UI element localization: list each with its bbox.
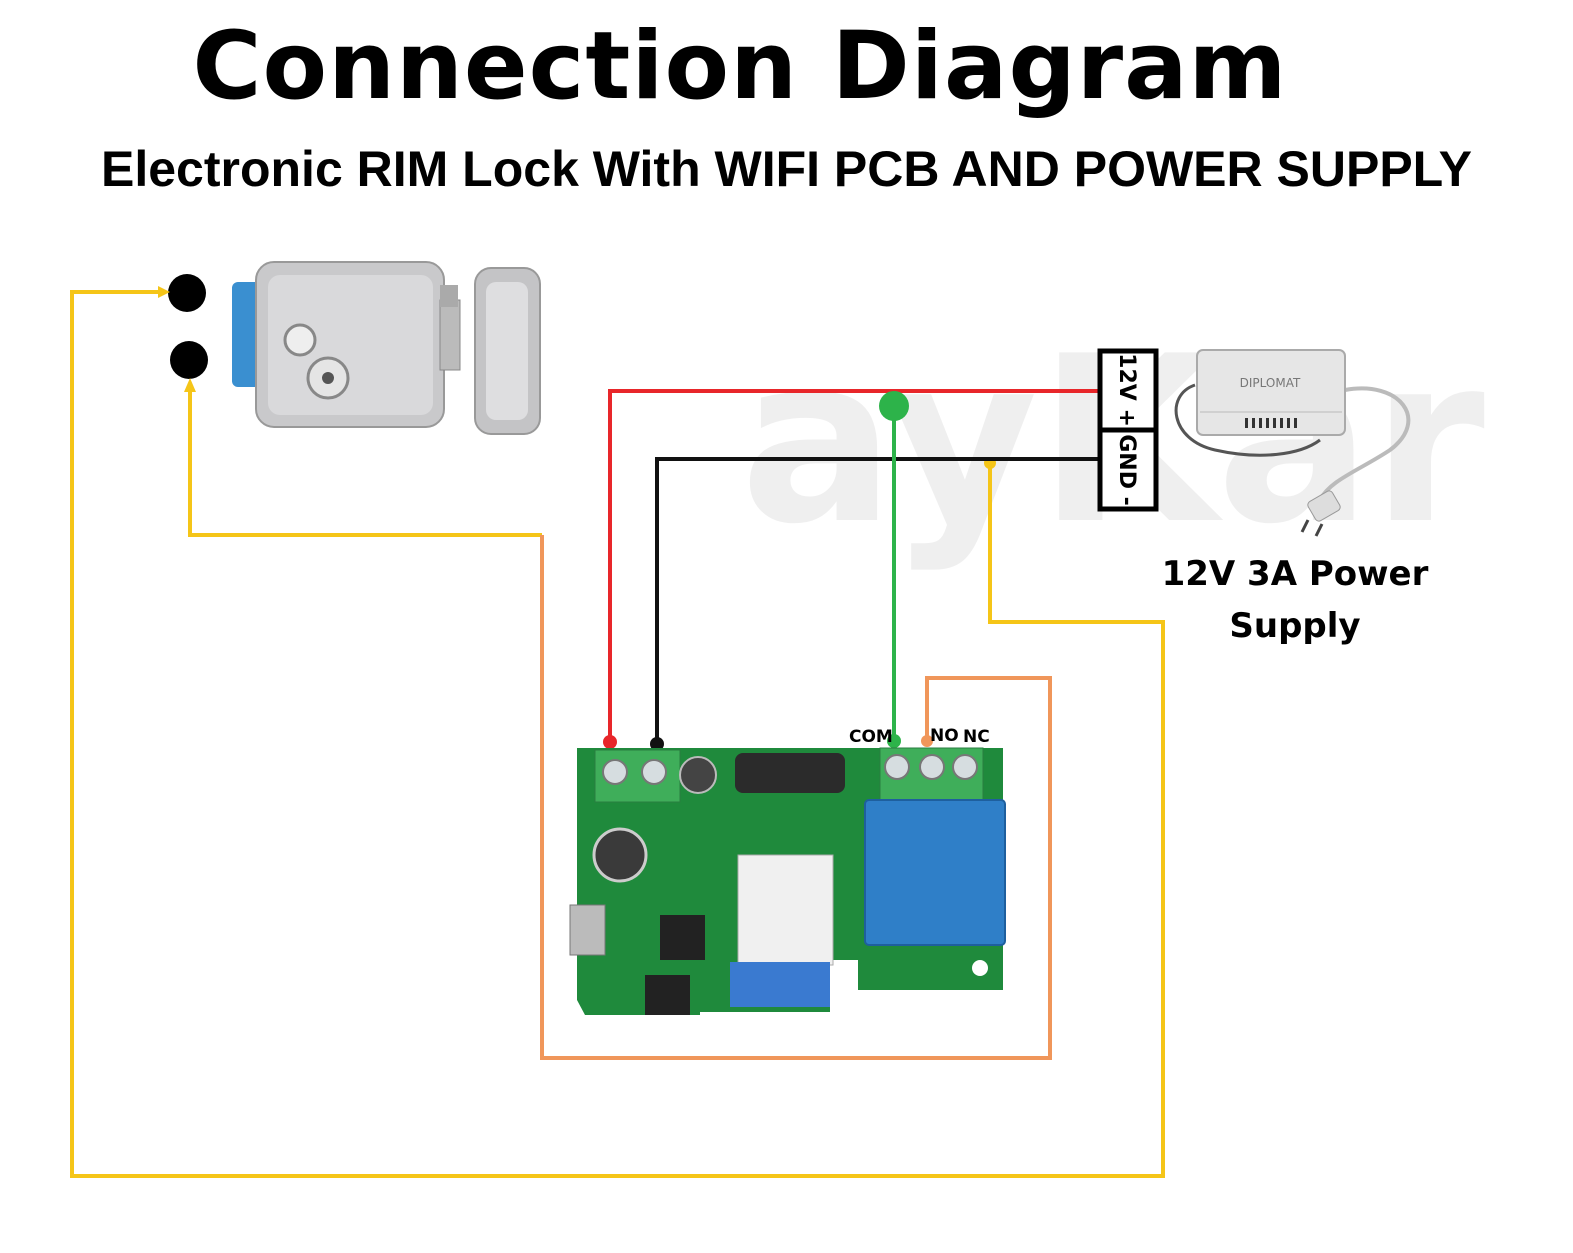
terminal-positive-label: 12V + xyxy=(1114,353,1139,427)
wire-lock-yellow-long xyxy=(70,290,1165,1178)
wire-no-orange xyxy=(540,535,1052,1060)
relay-no-label: NO xyxy=(930,726,959,746)
junction-dot xyxy=(887,734,901,748)
page-subtitle: Electronic RIM Lock With WIFI PCB AND PO… xyxy=(101,141,1472,197)
wire-positive-red xyxy=(608,389,1100,742)
wire-ground-black xyxy=(655,457,1100,744)
power-supply-label: 12V 3A Power Supply xyxy=(1161,554,1429,646)
power-terminal-block: 12V + GND - xyxy=(1097,348,1159,512)
arrow-icon xyxy=(158,286,170,298)
junction-dot xyxy=(650,737,664,751)
junction-dot xyxy=(603,735,617,749)
junction-dot xyxy=(921,735,933,747)
relay-nc-label: NC xyxy=(963,727,990,747)
wire-lock-yellow-short xyxy=(188,388,542,537)
junction-dot xyxy=(879,391,909,421)
lock-terminal-2 xyxy=(170,341,208,379)
psu-brand-logo: DIPLOMAT xyxy=(1240,376,1301,390)
lock-terminal-1 xyxy=(168,274,206,312)
rim-lock-image xyxy=(232,261,541,435)
relay-com-label: COM xyxy=(849,727,893,747)
power-supply-image: DIPLOMAT xyxy=(1174,349,1411,537)
terminal-negative-label: GND - xyxy=(1114,434,1139,506)
wifi-relay-pcb-image xyxy=(569,747,1006,1015)
arrow-icon xyxy=(184,378,196,392)
page-title: Connection Diagram xyxy=(192,12,1288,121)
